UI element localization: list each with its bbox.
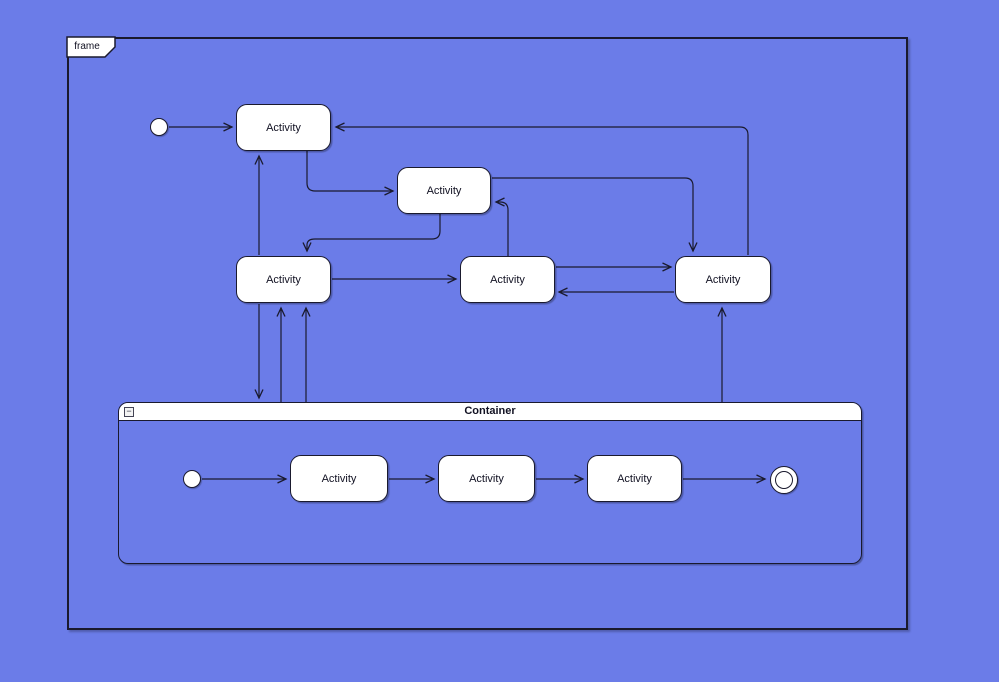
activity-label: Activity bbox=[426, 184, 462, 197]
initial-state-node[interactable] bbox=[150, 118, 168, 136]
container-node[interactable]: − Container bbox=[118, 402, 862, 564]
frame-tab[interactable] bbox=[66, 36, 116, 58]
final-state-node[interactable] bbox=[770, 466, 798, 494]
frame-tab-label: frame bbox=[74, 41, 100, 52]
activity-node-6[interactable]: Activity bbox=[290, 455, 388, 502]
collapse-icon[interactable]: − bbox=[124, 407, 134, 417]
container-titlebar[interactable]: − Container bbox=[119, 403, 861, 421]
edge-activity5-activity1[interactable] bbox=[336, 127, 749, 255]
activity-label: Activity bbox=[617, 472, 652, 485]
container-title: Container bbox=[464, 405, 516, 417]
activity-node-5[interactable]: Activity bbox=[675, 256, 771, 303]
edge-activity2-activity3[interactable] bbox=[307, 214, 441, 251]
activity-node-4[interactable]: Activity bbox=[460, 256, 555, 303]
activity-label: Activity bbox=[490, 273, 525, 286]
edge-activity1-activity2[interactable] bbox=[306, 151, 393, 191]
edge-activity2-activity5[interactable] bbox=[492, 177, 693, 251]
uml-frame[interactable] bbox=[67, 37, 908, 630]
activity-node-3[interactable]: Activity bbox=[236, 256, 331, 303]
initial-state-node-container[interactable] bbox=[183, 470, 201, 488]
activity-label: Activity bbox=[469, 472, 504, 485]
activity-label: Activity bbox=[705, 273, 741, 286]
edge-activity4-activity2[interactable] bbox=[496, 202, 509, 256]
activity-label: Activity bbox=[266, 121, 301, 134]
activity-node-1[interactable]: Activity bbox=[236, 104, 331, 151]
activity-node-2[interactable]: Activity bbox=[397, 167, 491, 214]
activity-label: Activity bbox=[266, 273, 301, 286]
activity-label: Activity bbox=[321, 472, 357, 485]
activity-node-8[interactable]: Activity bbox=[587, 455, 682, 502]
activity-node-7[interactable]: Activity bbox=[438, 455, 535, 502]
final-state-inner-circle bbox=[775, 471, 793, 489]
